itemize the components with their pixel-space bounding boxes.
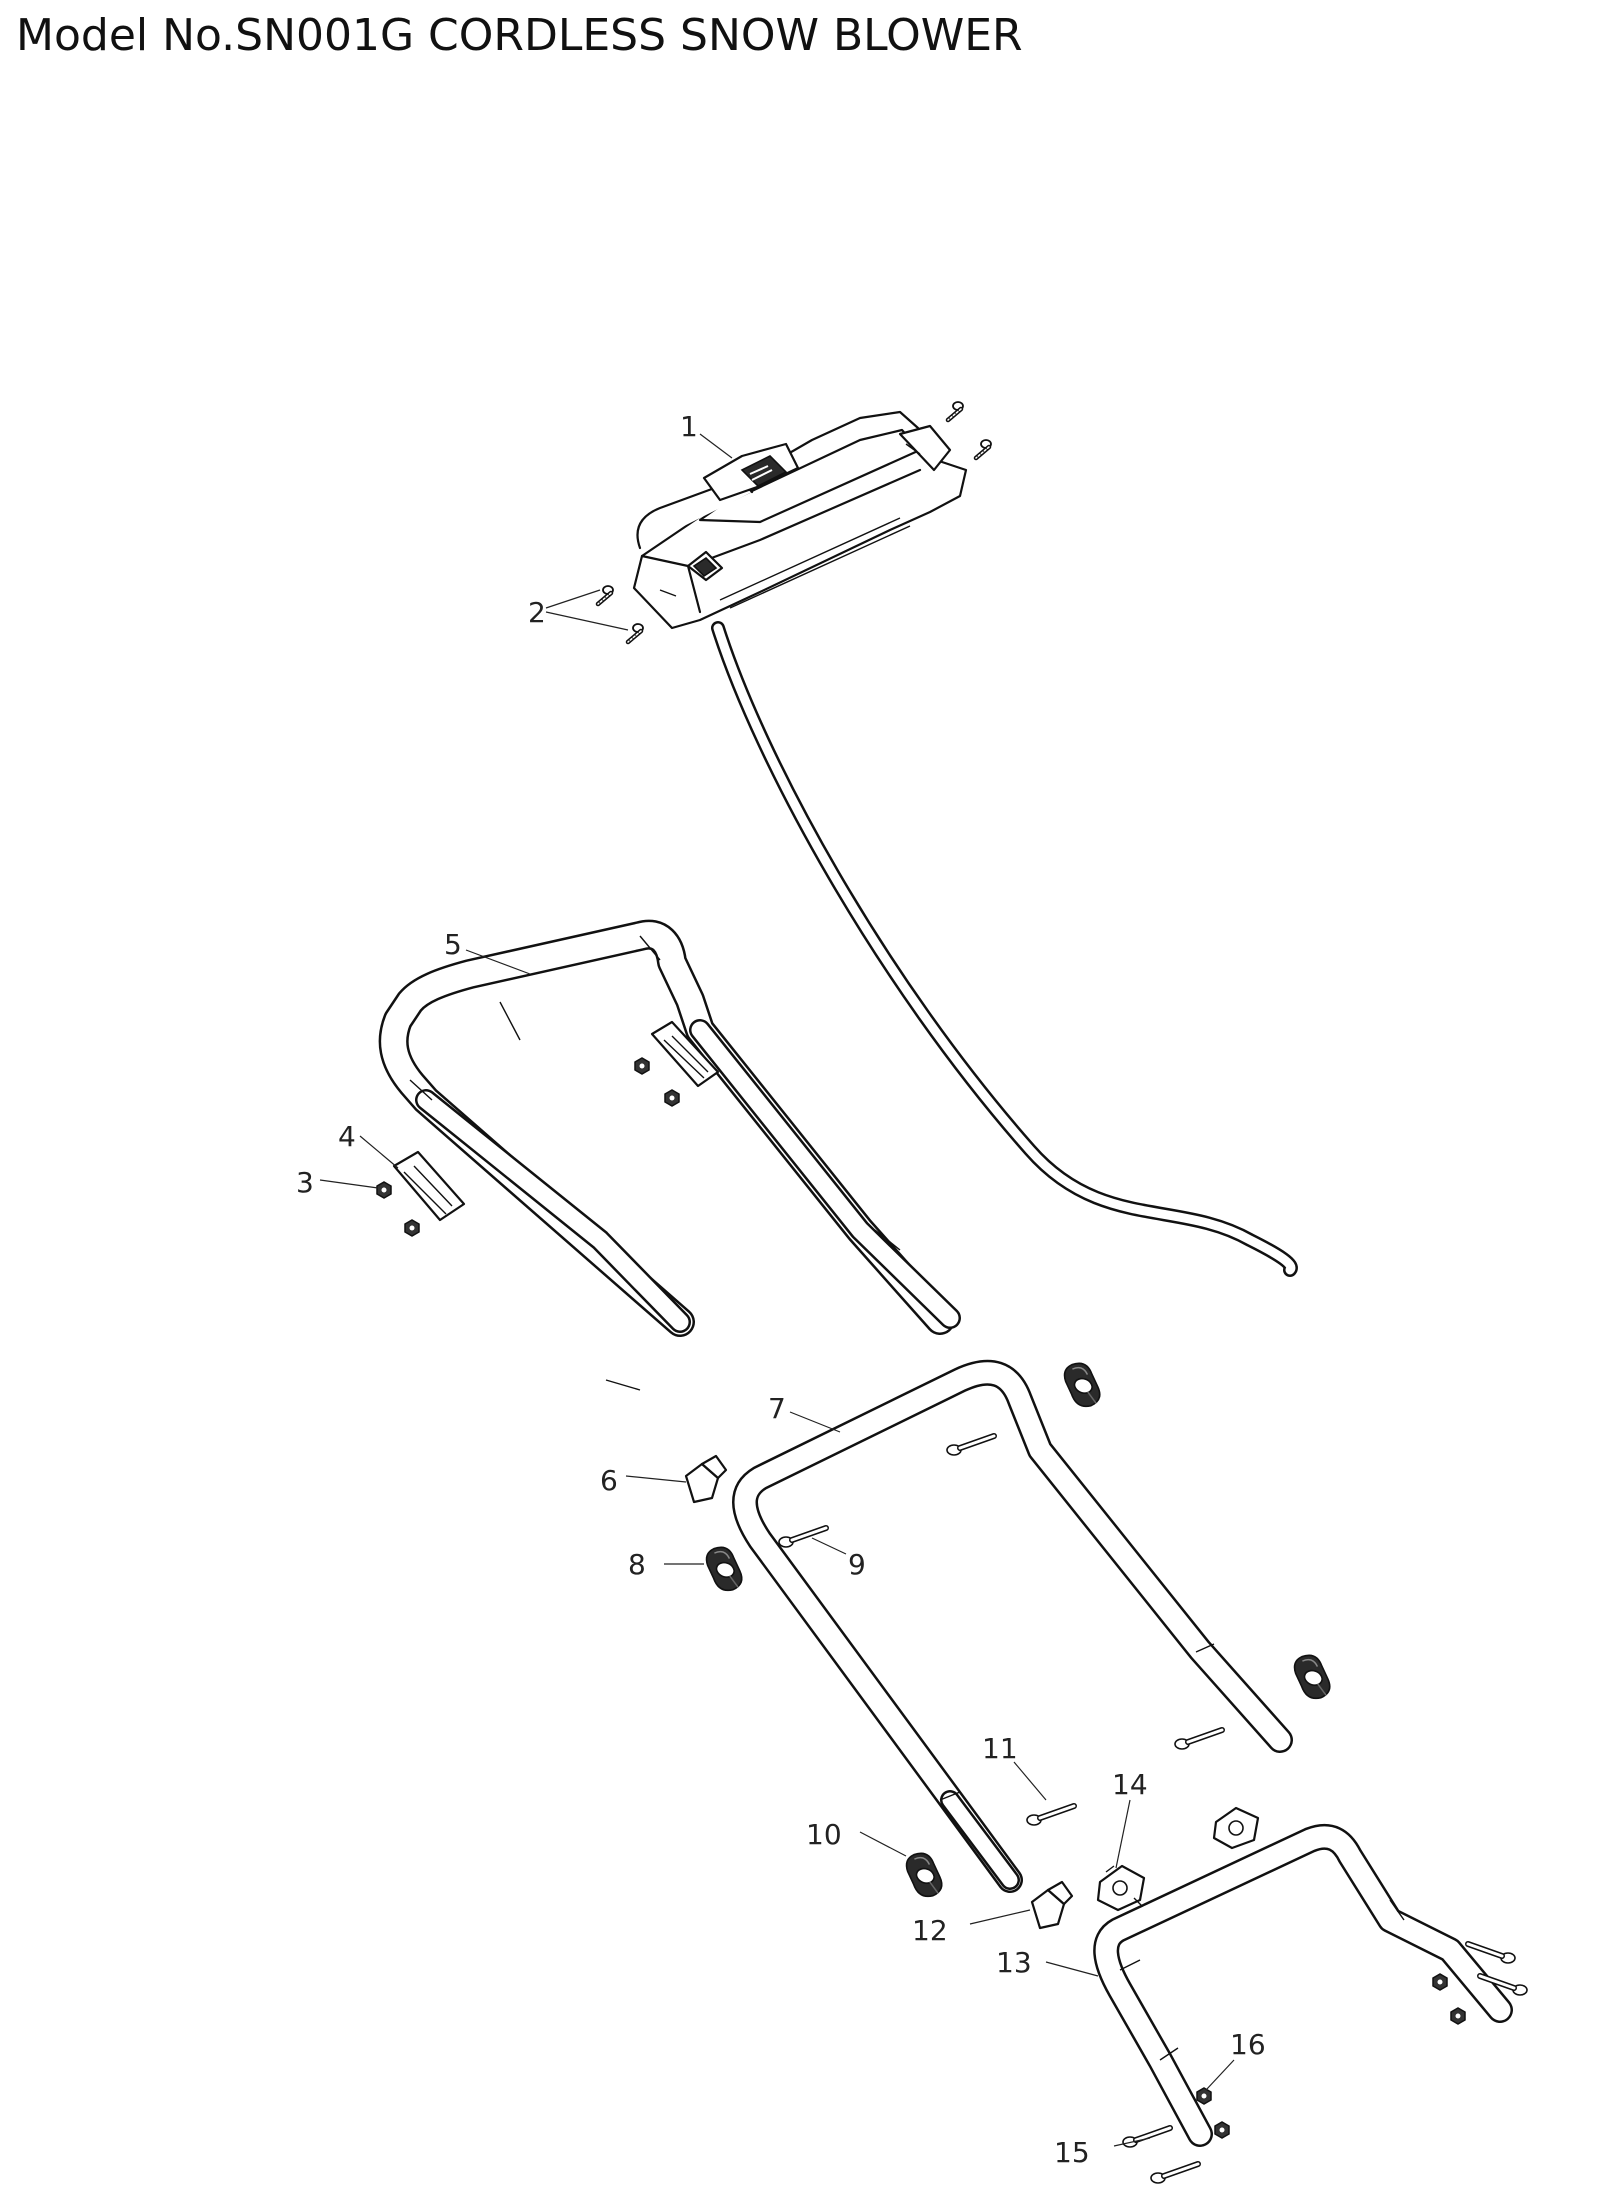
callout-11: 11 bbox=[982, 1732, 1018, 1765]
knob-middle-right bbox=[1285, 1650, 1339, 1704]
part-3-nuts bbox=[376, 1181, 420, 1237]
part-9-bolt bbox=[779, 1528, 826, 1547]
bolt-upper bbox=[947, 1436, 994, 1455]
part-14-cable-clip bbox=[1096, 1864, 1146, 1912]
callout-10: 10 bbox=[806, 1818, 842, 1851]
callout-14: 14 bbox=[1112, 1768, 1148, 1801]
bolt-lower-right bbox=[1175, 1730, 1222, 1749]
callout-2: 2 bbox=[528, 596, 546, 629]
part-7-middle-handle bbox=[732, 1359, 1293, 1893]
leader-lines bbox=[319, 433, 1235, 2147]
knob-upper-right bbox=[1055, 1358, 1109, 1412]
callout-7: 7 bbox=[768, 1392, 786, 1425]
part-1-screws bbox=[948, 402, 991, 458]
callout-3: 3 bbox=[296, 1166, 314, 1199]
part-6-plug bbox=[684, 1454, 728, 1504]
part-4-bracket-right bbox=[634, 1020, 720, 1107]
part-4-bracket bbox=[392, 1150, 466, 1222]
callout-15: 15 bbox=[1054, 2136, 1090, 2169]
callout-6: 6 bbox=[600, 1464, 618, 1497]
part-8-knob bbox=[697, 1542, 751, 1596]
part-1-control-handle bbox=[632, 410, 1298, 1277]
page-title: Model No.SN001G CORDLESS SNOW BLOWER bbox=[16, 10, 1023, 61]
callout-8: 8 bbox=[628, 1548, 646, 1581]
part-2-screws bbox=[598, 586, 643, 642]
callout-5: 5 bbox=[444, 928, 462, 961]
part-13-lower-handle bbox=[1093, 1823, 1513, 2147]
callout-9: 9 bbox=[848, 1548, 866, 1581]
part-12-plug bbox=[1030, 1880, 1074, 1930]
part-5-upper-handle bbox=[378, 919, 961, 1391]
callout-numbers: 1 2 3 4 5 6 7 8 9 10 11 12 13 14 15 16 bbox=[296, 410, 1266, 2169]
cable-clip-right bbox=[1212, 1806, 1260, 1850]
callout-16: 16 bbox=[1230, 2028, 1266, 2061]
callout-1: 1 bbox=[680, 410, 698, 443]
part-10-knob bbox=[897, 1848, 951, 1902]
callout-12: 12 bbox=[912, 1914, 948, 1947]
callout-4: 4 bbox=[338, 1120, 356, 1153]
callout-13: 13 bbox=[996, 1946, 1032, 1979]
part-11-bolt bbox=[1027, 1806, 1074, 1825]
